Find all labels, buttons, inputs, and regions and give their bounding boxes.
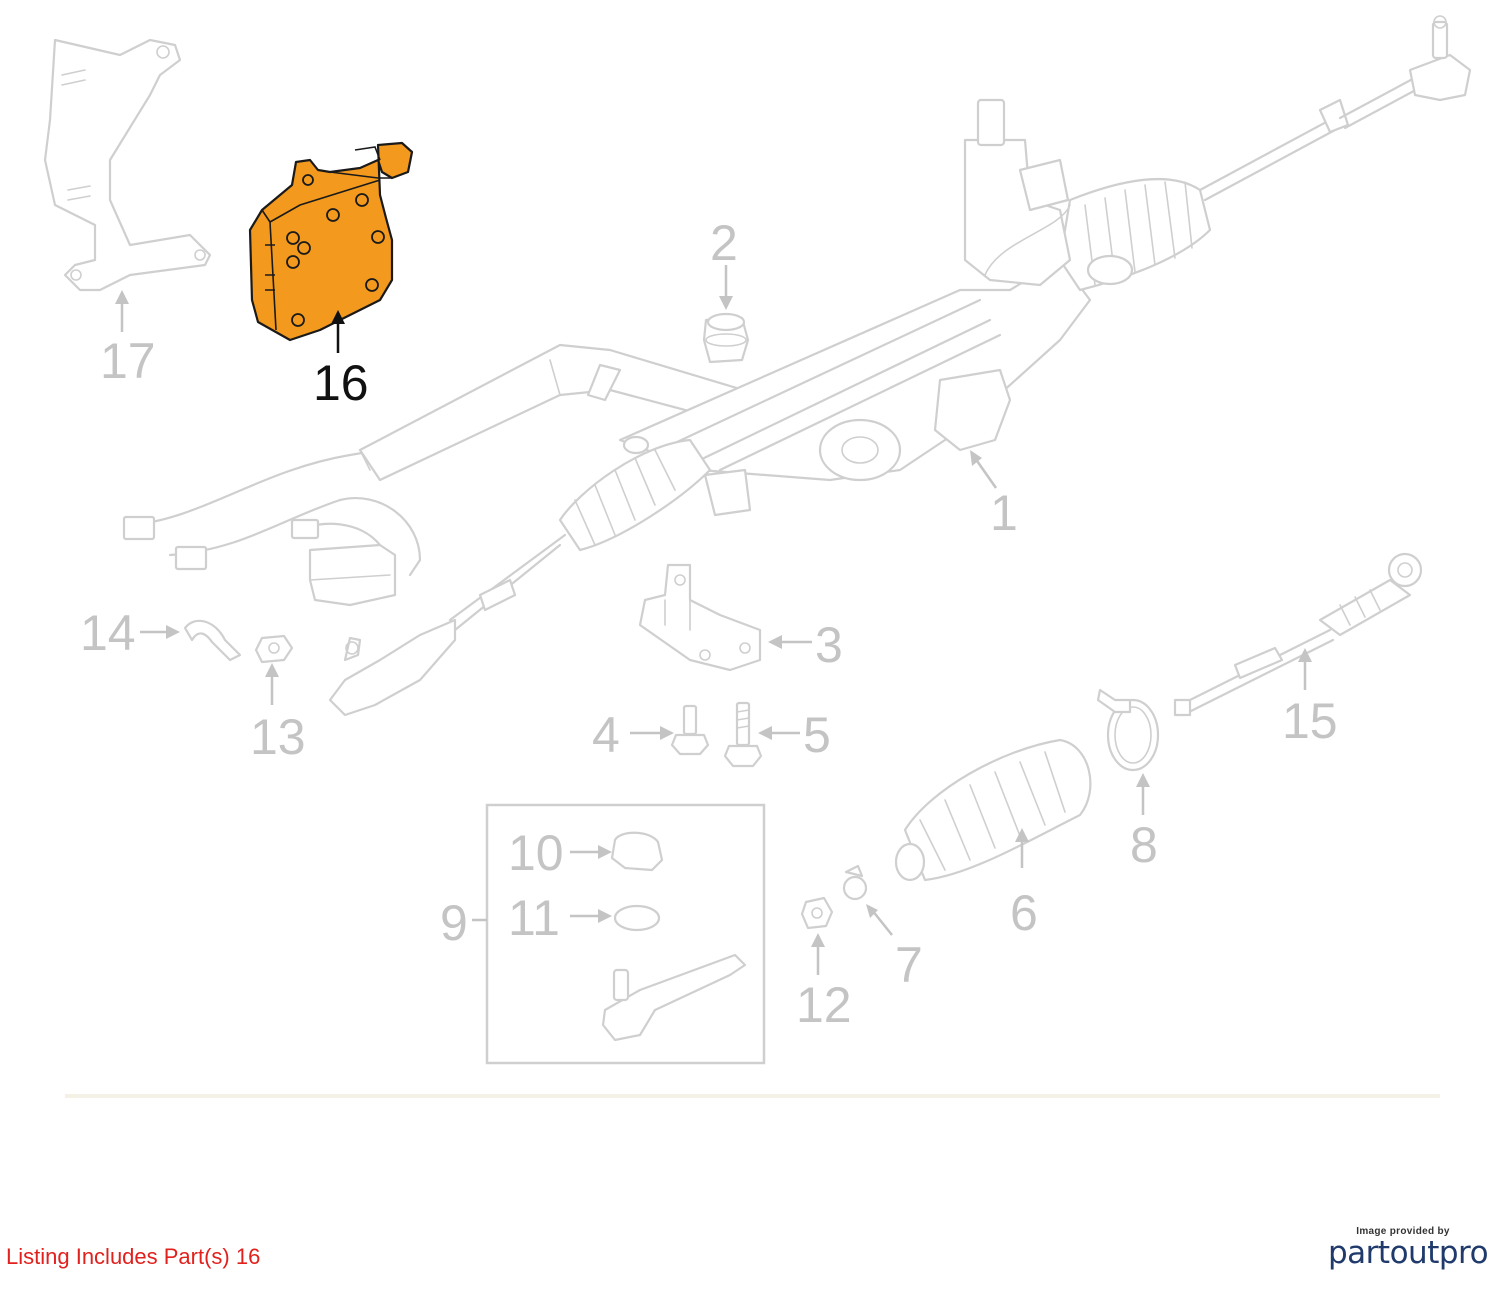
callout-9: 9 [440, 895, 468, 951]
right-tie-rod-end [1198, 15, 1472, 202]
callout-6: 6 [1010, 885, 1038, 941]
part-9-kit-box [485, 803, 766, 1065]
part-17-bracket [43, 38, 212, 292]
part-2-bushing [702, 312, 750, 364]
callout-5: 5 [803, 707, 831, 763]
part-8-clamp [1096, 688, 1160, 772]
callout-11: 11 [508, 890, 560, 946]
callout-14: 14 [80, 605, 136, 661]
part-4-bolt [670, 704, 710, 756]
callout-3: 3 [815, 617, 843, 673]
brand-credit-text: Image provided by [1356, 1226, 1450, 1237]
callout-13: 13 [250, 709, 306, 765]
callout-arrows [115, 265, 1312, 975]
callout-1: 1 [990, 485, 1018, 541]
part-16-control-module [248, 141, 414, 342]
listing-caption: Listing Includes Part(s) 16 [6, 1244, 261, 1269]
callout-arrow-16 [331, 310, 345, 353]
part-14-clip [183, 619, 242, 662]
callout-2: 2 [710, 215, 738, 271]
callout-10: 10 [508, 825, 564, 881]
callout-8: 8 [1130, 817, 1158, 873]
callout-17: 17 [100, 333, 156, 389]
part-12-nut [800, 896, 834, 930]
wiring-harness [122, 378, 562, 607]
part-5-bolt [723, 701, 763, 768]
part-1-steering-rack [618, 98, 1212, 517]
part-13-nut [254, 634, 294, 664]
left-tie-rod-assembly [328, 438, 712, 717]
brand-logo: Image provided by partoutpro [1328, 1226, 1489, 1271]
part-7-clip [842, 864, 868, 901]
part-15-inner-tie-rod [1173, 552, 1423, 717]
part-6-boot [894, 738, 1092, 882]
callout-4: 4 [592, 707, 620, 763]
callout-16: 16 [313, 355, 369, 411]
callout-7: 7 [895, 937, 923, 993]
part-3-bracket [638, 563, 762, 672]
brand-logo-text: partoutpro [1328, 1235, 1489, 1271]
callout-12: 12 [796, 977, 852, 1033]
callout-15: 15 [1282, 693, 1338, 749]
